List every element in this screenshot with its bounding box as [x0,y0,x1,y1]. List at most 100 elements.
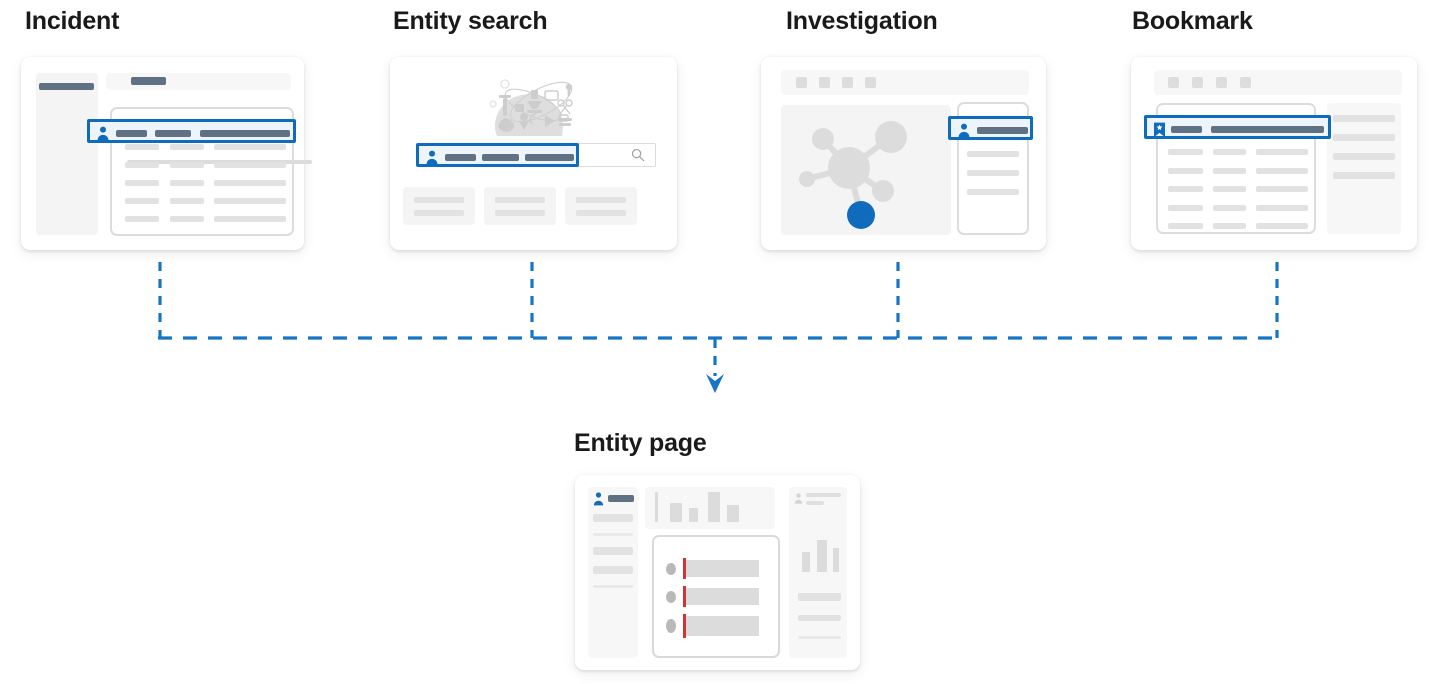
table-cell [1213,205,1246,211]
page-title-entity-page: Entity page [574,429,707,457]
investigation-detail-panel[interactable] [957,102,1029,235]
table-cell [1256,205,1308,211]
alert-row[interactable] [686,560,759,577]
sidebar-line [593,566,633,574]
table-cell [214,180,286,186]
tile-line [414,210,464,216]
toolbar-icon[interactable] [1192,77,1203,88]
page-title-investigation: Investigation [786,7,938,35]
row-cell [977,127,1028,134]
detail-line [967,189,1019,195]
row-cell [116,130,147,137]
toolbar-icon[interactable] [1216,77,1227,88]
table-cell [170,216,204,222]
table-cell [214,198,286,204]
toolbar-icon[interactable] [842,77,853,88]
alert-severity-bar [683,614,686,638]
table-cell [214,162,286,168]
result-tile[interactable] [565,187,637,225]
table-cell [170,162,204,168]
bookmark-right-rail [1327,103,1401,234]
search-input-highlight[interactable] [416,143,579,167]
table-cell [1168,186,1203,192]
card-entity-search[interactable] [390,57,677,250]
investigation-graph-canvas[interactable] [781,105,951,235]
toolbar-icon[interactable] [1168,77,1179,88]
person-icon [426,150,438,165]
table-cell [125,180,159,186]
row-cell [200,130,290,137]
detail-line [967,170,1019,176]
result-tile[interactable] [403,187,475,225]
table-cell [214,144,286,150]
table-cell [170,180,204,186]
row-cell [445,154,476,161]
toolbar-icon[interactable] [819,77,830,88]
toolbar-icon[interactable] [796,77,807,88]
rail-line [806,501,824,505]
bookmark-table-frame[interactable] [1156,103,1316,234]
alert-row[interactable] [686,588,759,605]
entity-row-highlight[interactable] [87,119,296,143]
card-incident[interactable] [21,57,312,250]
rail-line [798,593,841,601]
row-cell [525,154,574,161]
row-cell [1171,126,1202,133]
tile-line [495,210,545,216]
table-cell [1256,168,1308,174]
table-cell [1213,168,1246,174]
chart-bar [708,492,720,522]
card-bookmark[interactable] [1131,57,1417,250]
table-cell [125,198,159,204]
tile-line [495,197,545,203]
entity-graph [799,121,907,229]
table-cell [1168,149,1203,155]
sidebar-divider [593,533,633,536]
alert-severity-bar [683,558,686,579]
alert-list[interactable] [652,535,780,658]
alert-severity-dot [666,563,676,575]
chart-bar [689,508,698,522]
rail-line [806,493,841,497]
table-cell [1256,223,1308,229]
incident-table-frame[interactable] [110,107,294,236]
table-cell [170,144,204,150]
alert-row[interactable] [686,616,759,636]
sidebar-line [593,547,633,555]
page-title-entity-search: Entity search [393,7,548,35]
table-cell [1213,186,1246,192]
search-icon[interactable] [631,148,645,162]
profile-name-bar [608,495,634,502]
rail-line [1333,134,1395,141]
toolbar-icon[interactable] [865,77,876,88]
row-cell [155,130,191,137]
incident-left-nav [36,73,98,235]
table-cell [125,216,159,222]
page-title-bookmark: Bookmark [1132,7,1253,35]
card-investigation[interactable] [761,57,1046,250]
person-icon [958,123,970,138]
table-cell [125,162,159,168]
rail-line [1333,172,1395,179]
insights-rail[interactable] [789,487,847,658]
bookmark-row-highlight[interactable] [1144,115,1331,139]
incident-header-label [131,77,166,85]
chart-bar [727,505,739,522]
arrow-down-icon [706,374,724,393]
table-cell [1213,149,1246,155]
bar-chart[interactable] [645,487,775,529]
toolbar-icon[interactable] [1240,77,1251,88]
chart-bar [655,492,658,522]
table-cell [125,144,159,150]
table-cell [1256,186,1308,192]
rail-chart-bar [802,552,810,572]
alert-severity-dot [666,591,676,603]
person-icon [794,493,803,504]
tile-line [576,197,626,203]
row-cell [482,154,519,161]
selected-graph-node[interactable] [847,201,875,229]
graph-node-panel-highlight[interactable] [948,116,1033,140]
card-entity-page[interactable] [575,475,860,670]
result-tile[interactable] [484,187,556,225]
rail-chart-bar [817,540,827,572]
